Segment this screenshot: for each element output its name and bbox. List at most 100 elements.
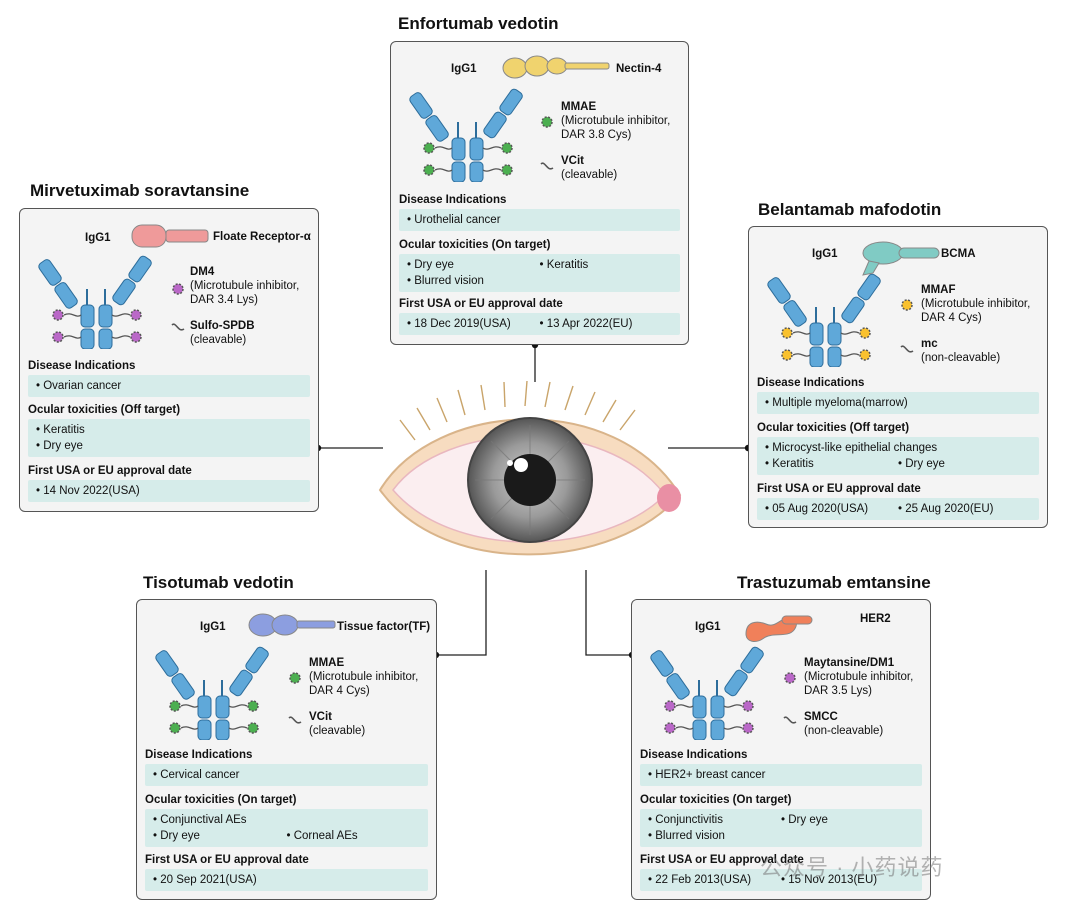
payload-mark <box>781 349 793 361</box>
payload-label: Maytansine/DM1(Microtubule inhibitor,DAR… <box>804 657 914 697</box>
target-label: Tissue factor(TF) <box>337 621 431 633</box>
approval-section: First USA or EU approval date 22 Feb 201… <box>640 852 922 891</box>
highlight <box>514 458 528 472</box>
approval-section: First USA or EU approval date 20 Sep 202… <box>145 852 428 891</box>
linker-icon <box>288 716 302 724</box>
title-belantamab: Belantamab mafodotin <box>758 200 942 219</box>
indications-section: Disease Indications Urothelial cancer <box>399 192 680 231</box>
linker-mark <box>482 146 502 150</box>
payload-icon <box>289 672 301 684</box>
linker-label: VCit(cleavable) <box>561 155 618 181</box>
linker-mark <box>840 331 860 335</box>
linker-icon <box>171 323 185 331</box>
payload-mark <box>247 700 259 712</box>
payload-icon <box>901 299 913 311</box>
payload-mark <box>742 700 754 712</box>
target-antigen <box>745 615 813 642</box>
card-tisotumab: IgG1 Tissue factor(TF) MMAE(Microtubule … <box>136 599 437 900</box>
watermark: 公众号 · 小药说药 <box>760 855 944 880</box>
payload-label: MMAF(Microtubule inhibitor,DAR 4 Cys) <box>921 284 1031 324</box>
linker-icon <box>783 716 797 724</box>
target-label: Floate Receptor-α <box>213 231 311 243</box>
payload-mark <box>501 164 513 176</box>
linker-mark <box>723 704 743 708</box>
antibody-icon <box>767 273 881 367</box>
payload-marks <box>423 142 513 176</box>
antibody-label: IgG1 <box>812 248 838 260</box>
target-antigen <box>248 613 336 637</box>
antibody-label: IgG1 <box>85 232 111 244</box>
linker-label: mc(non-cleavable) <box>921 338 1001 364</box>
payload-mark <box>52 309 64 321</box>
approval-section: First USA or EU approval date 18 Dec 201… <box>399 296 680 335</box>
linker-mark <box>228 704 248 708</box>
payload-icon <box>541 116 553 128</box>
indications-section: Disease Indications Ovarian cancer <box>28 358 310 397</box>
target-antigen <box>862 241 940 276</box>
payload-mark <box>130 331 142 343</box>
target-label: HER2 <box>860 613 891 625</box>
payload-mark <box>423 164 435 176</box>
payload-mark <box>859 349 871 361</box>
antibody-label: IgG1 <box>451 63 477 75</box>
target-label: Nectin-4 <box>616 63 662 75</box>
antibody-label: IgG1 <box>695 621 721 633</box>
payload-label: MMAE(Microtubule inhibitor,DAR 3.8 Cys) <box>561 101 671 141</box>
payload-icon <box>172 283 184 295</box>
linker-mark <box>63 313 82 317</box>
linker-mark <box>434 168 453 172</box>
eye-illustration <box>378 380 682 556</box>
eyelashes <box>399 380 636 441</box>
payload-mark <box>742 722 754 734</box>
payload-mark <box>247 722 259 734</box>
linker-mark <box>675 726 694 730</box>
card-enfortumab: IgG1 Nectin-4 MMAE(Microtubule inhibitor… <box>390 41 689 345</box>
card-belantamab: IgG1 BCMA MMAF(Microtubule inhibitor,DAR… <box>748 226 1048 528</box>
linker-mark <box>792 353 811 357</box>
card-trastuzumab: IgG1 HER2 Maytansine/DM1(Microtubule inh… <box>631 599 931 900</box>
linker-mark <box>180 726 199 730</box>
toxicity-section: Ocular toxicities (On target) Conjunctiv… <box>640 792 922 847</box>
linker-mark <box>434 146 453 150</box>
title-tisotumab: Tisotumab vedotin <box>143 573 294 592</box>
payload-label: DM4(Microtubule inhibitor,DAR 3.4 Lys) <box>190 266 300 306</box>
approval-section: First USA or EU approval date 14 Nov 202… <box>28 463 310 502</box>
toxicity-section: Ocular toxicities (On target) Dry eyeKer… <box>399 237 680 292</box>
linker-label: SMCC(non-cleavable) <box>804 711 884 737</box>
antibody-label: IgG1 <box>200 621 226 633</box>
indications-section: Disease Indications Multiple myeloma(mar… <box>757 375 1039 414</box>
toxicity-section: Ocular toxicities (Off target) Keratitis… <box>28 402 310 457</box>
antibody-icon <box>650 646 764 740</box>
title-mirvetuximab: Mirvetuximab soravtansine <box>30 181 250 200</box>
target-antigen <box>131 224 209 248</box>
card-mirvetuximab: IgG1 Floate Receptor-α DM4(Microtubule i… <box>19 208 319 512</box>
indications-section: Disease Indications HER2+ breast cancer <box>640 747 922 786</box>
linker-label: Sulfo-SPDB(cleavable) <box>190 320 255 346</box>
linker-icon <box>900 345 914 353</box>
payload-mark <box>423 142 435 154</box>
antibody-icon <box>409 88 523 182</box>
linker-mark <box>111 313 131 317</box>
linker-mark <box>180 704 199 708</box>
target-label: BCMA <box>941 248 976 260</box>
antibody-icon <box>155 646 269 740</box>
linker-mark <box>675 704 694 708</box>
linker-icon <box>540 162 554 170</box>
payload-mark <box>664 722 676 734</box>
payload-mark <box>130 309 142 321</box>
linker-mark <box>111 335 131 339</box>
antibody-icon <box>38 255 152 349</box>
indications-section: Disease Indications Cervical cancer <box>145 747 428 786</box>
title-enfortumab: Enfortumab vedotin <box>398 14 559 33</box>
payload-label: MMAE(Microtubule inhibitor,DAR 4 Cys) <box>309 657 419 697</box>
linker-mark <box>792 331 811 335</box>
antibody-shape <box>409 88 523 182</box>
linker-label: VCit(cleavable) <box>309 711 366 737</box>
toxicity-section: Ocular toxicities (On target) Conjunctiv… <box>145 792 428 847</box>
approval-section: First USA or EU approval date 05 Aug 202… <box>757 481 1039 520</box>
caruncle <box>657 484 681 512</box>
target-antigen <box>502 55 610 79</box>
payload-mark <box>664 700 676 712</box>
linker-mark <box>63 335 82 339</box>
linker-mark <box>723 726 743 730</box>
